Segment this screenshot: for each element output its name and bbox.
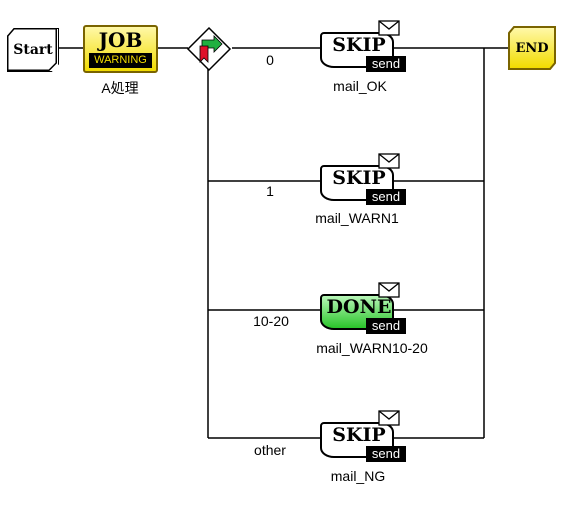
mail-state: SKIP [332, 34, 386, 56]
end-label: END [515, 40, 549, 56]
job-status-badge: WARNING [89, 53, 152, 68]
mail-state: SKIP [332, 167, 386, 189]
envelope-icon [378, 20, 400, 36]
mail-action: send [366, 446, 406, 462]
job-title: JOB [98, 28, 143, 52]
mail-send-node-ok[interactable]: SKIP send [320, 20, 412, 76]
start-node[interactable]: Start [7, 28, 59, 72]
mail-action: send [366, 56, 406, 72]
mail-send-node-ng[interactable]: SKIP send [320, 410, 412, 466]
mail-state: DONE [326, 296, 392, 318]
mail-send-node-warn1[interactable]: SKIP send [320, 153, 412, 209]
mail-action: send [366, 189, 406, 205]
start-label: Start [13, 42, 53, 58]
branch-condition-3: other [254, 442, 286, 458]
job-node[interactable]: JOB WARNING [83, 25, 158, 73]
envelope-icon [378, 282, 400, 298]
mail-name-warn10-20: mail_WARN10-20 [316, 340, 428, 356]
mail-name-warn1: mail_WARN1 [315, 210, 399, 226]
envelope-icon [378, 153, 400, 169]
mail-name-ng: mail_NG [330, 468, 386, 484]
mail-state: SKIP [332, 424, 386, 446]
start-node-outline [7, 28, 57, 71]
mail-name-ok: mail_OK [333, 78, 387, 94]
mail-send-node-warn10-20[interactable]: DONE send [320, 282, 412, 338]
end-node-outline [508, 26, 556, 70]
branch-condition-1: 1 [266, 183, 274, 199]
envelope-icon [378, 410, 400, 426]
branch-diamond-icon[interactable] [186, 26, 232, 72]
branch-condition-2: 10-20 [253, 313, 289, 329]
branch-condition-0: 0 [266, 52, 274, 68]
job-name-label: A処理 [101, 80, 139, 96]
mail-action: send [366, 318, 406, 334]
